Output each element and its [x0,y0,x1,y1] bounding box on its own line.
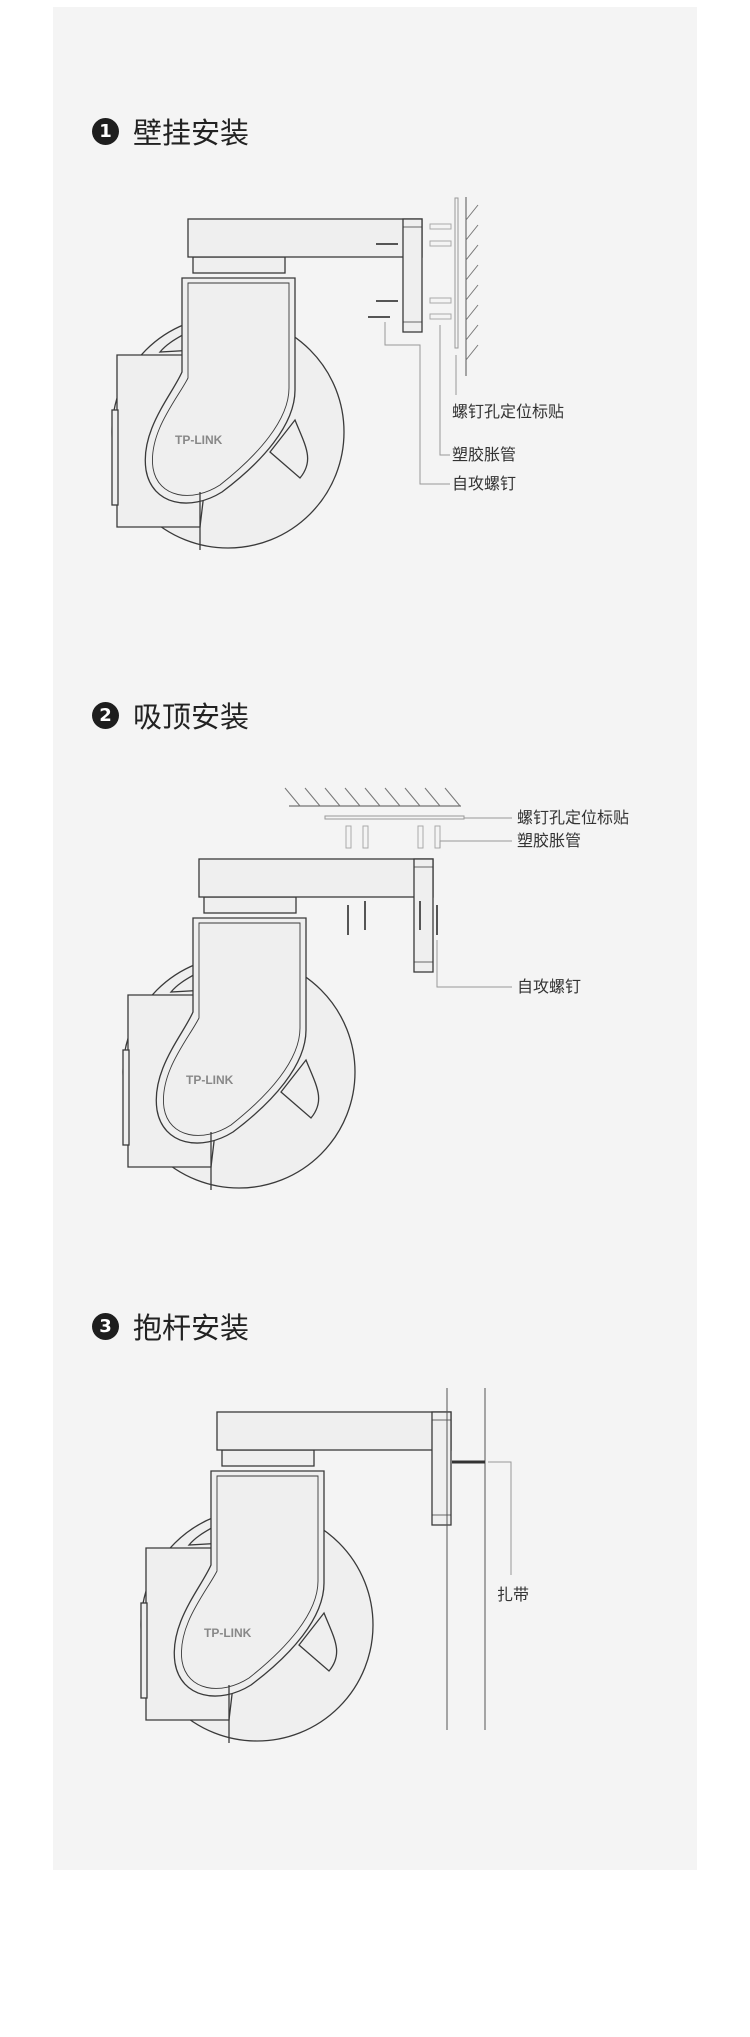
camera-logo: TP-LINK [175,433,223,447]
anchors [429,223,452,320]
label-hole-sticker: 螺钉孔定位标贴 [517,808,630,827]
label-plastic-anchor: 塑胶胀管 [517,831,582,850]
camera-logo: TP-LINK [204,1626,252,1640]
section-title: 抱杆安装 [133,1311,250,1345]
screws [368,243,398,318]
section-title-wall-mount: 1 壁挂安装 [92,110,249,152]
label-self-tapping-screw: 自攻螺钉 [452,474,517,493]
camera-logo: TP-LINK [186,1073,234,1087]
section-title-ceiling-mount: 2 吸顶安装 [92,694,249,736]
section-title: 吸顶安装 [133,700,250,734]
step-number-badge: 1 [92,117,119,145]
label-plastic-anchor: 塑胶胀管 [452,445,517,464]
wall-mount-diagram: TP-LINK [111,197,479,551]
step-number-badge: 2 [92,701,119,729]
label-hole-sticker: 螺钉孔定位标贴 [452,402,565,421]
section-title: 壁挂安装 [133,116,250,150]
step-number-badge: 3 [92,1312,119,1340]
wall-hatch [465,204,479,361]
section-title-pole-mount: 3 抱杆安装 [92,1305,249,1347]
label-self-tapping-screw: 自攻螺钉 [517,977,582,996]
ceiling-mount-diagram: TP-LINK [122,787,512,1191]
label-cable-tie: 扎带 [497,1585,530,1604]
pole-mount-diagram: TP-LINK [140,1388,512,1744]
leader-lines [384,322,457,485]
